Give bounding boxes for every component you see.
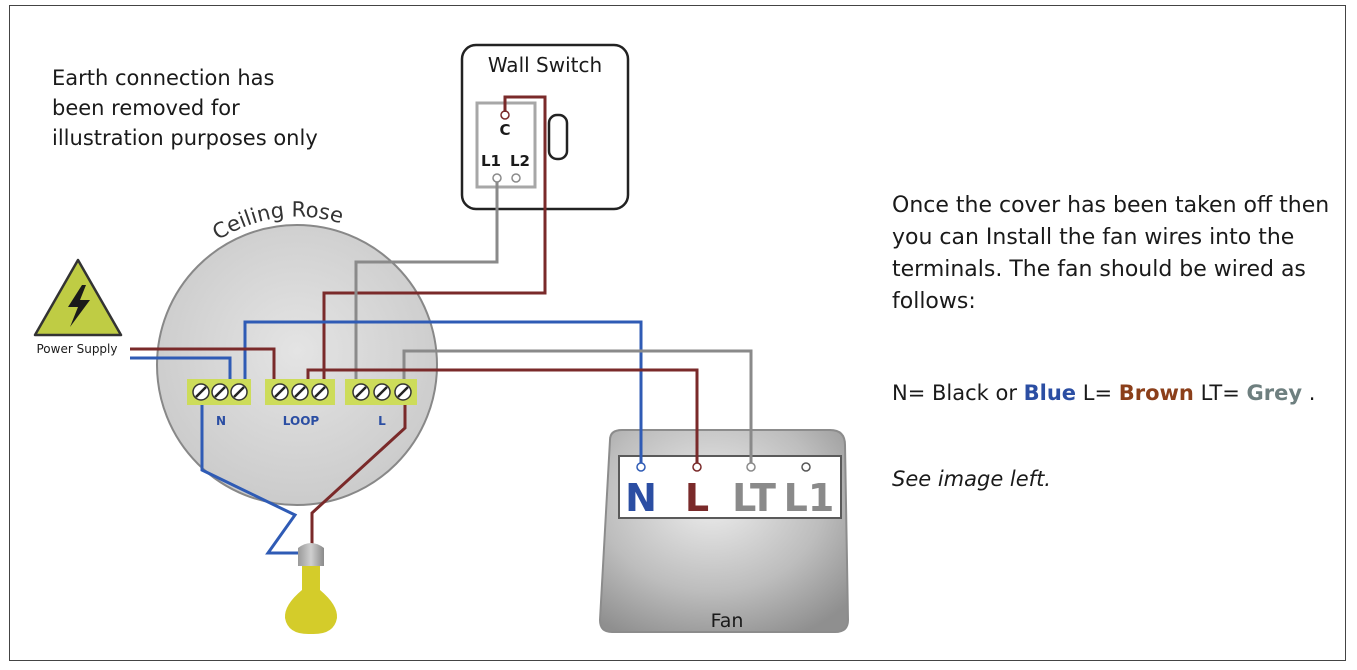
switch-terminal-l1-label: L1 [481, 152, 501, 170]
wiring-color-key: N= Black or Blue L= Brown LT= Grey . [892, 377, 1332, 409]
terminal-loop-label: LOOP [283, 414, 320, 428]
fan-terminal-l-label: L [685, 476, 709, 520]
wire-l-to-fan-lt [402, 349, 753, 466]
terminal-n-label: N [216, 414, 226, 428]
wall-switch-title: Wall Switch [488, 53, 602, 77]
terminal-block-l: L [345, 379, 417, 428]
earth-removed-note: Earth connection has been removed for il… [52, 66, 318, 150]
fan-terminal-dots [636, 462, 811, 472]
fan-terminal-n-label: N [625, 476, 657, 520]
terminal-block-n: N [187, 379, 251, 428]
lt-key-prefix: LT= [1200, 381, 1240, 405]
light-bulb-icon [284, 543, 338, 635]
wire-l-to-bulb [310, 403, 407, 548]
switch-terminal-l2 [511, 173, 521, 183]
install-instructions: Once the cover has been taken off then y… [892, 193, 1330, 314]
key-suffix: . [1308, 381, 1316, 405]
fan-unit: Fan N L LT L1 [598, 429, 850, 633]
switch-terminal-l1 [492, 173, 502, 183]
lt-key-color: Grey [1246, 381, 1303, 405]
terminal-l-label: L [378, 414, 386, 428]
wire-supply-neutral [130, 356, 232, 380]
switch-terminal-c [500, 110, 510, 120]
wires [130, 95, 753, 555]
wire-supply-live [130, 347, 276, 380]
fan-terminal-l1-label: L1 [784, 476, 835, 520]
wire-neutral-to-bulb [200, 403, 305, 555]
power-supply-label: Power Supply [37, 342, 118, 356]
wire-switch-c-to-loop [322, 95, 547, 380]
wire-loop-to-fan-l [306, 368, 699, 466]
bulb-cap [298, 543, 324, 566]
live-key-color: Brown [1118, 381, 1194, 405]
ceiling-rose: Ceiling Rose [156, 197, 438, 506]
fan-terminal-lt-label: LT [732, 476, 776, 520]
switch-terminal-c-label: C [499, 121, 510, 139]
neutral-key-color: Blue [1023, 381, 1077, 405]
see-image-note: See image left. [892, 467, 1051, 491]
neutral-key-prefix: N= Black or [892, 381, 1017, 405]
live-key-prefix: L= [1082, 381, 1113, 405]
power-supply: Power Supply [33, 258, 123, 356]
switch-terminal-l2-label: L2 [510, 152, 530, 170]
terminal-block-loop: LOOP [265, 379, 335, 428]
lightning-bolt-icon [68, 285, 90, 327]
switch-rocker [547, 113, 569, 161]
wire-neutral-to-fan [243, 320, 643, 466]
fan-title: Fan [711, 610, 744, 632]
